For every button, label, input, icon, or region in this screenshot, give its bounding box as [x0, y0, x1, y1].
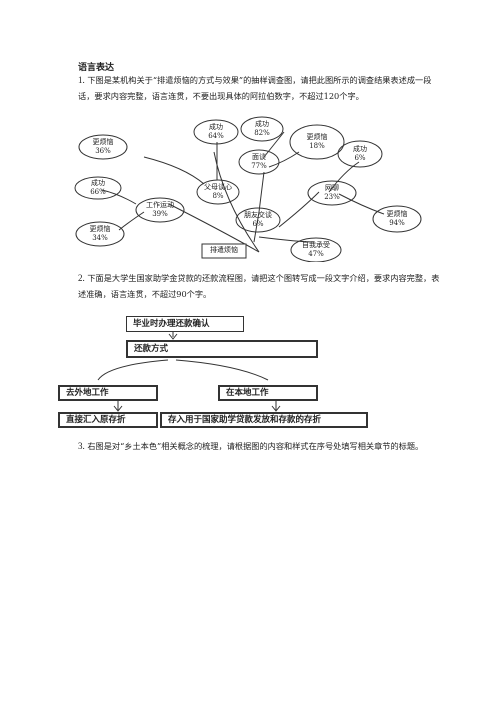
question-2-number: 2.	[78, 273, 85, 283]
node-center: 排遣烦恼	[210, 246, 238, 254]
question-1-text: 下图是某机构关于“排遣烦恼的方式与效果”的抽样调查图，请把此图所示的调查结果表述…	[78, 75, 432, 101]
section-heading: 语言表达	[78, 63, 115, 73]
question-1-number: 1.	[78, 75, 85, 85]
flowchart-arrows	[97, 331, 281, 412]
flow-branch-other-city: 去外地工作	[58, 385, 158, 401]
diagram-lines	[74, 116, 422, 262]
question-2-text: 下面是大学生国家助学金贷款的还款流程图，请把这个图转写成一段文字介绍，要求内容完…	[78, 273, 440, 299]
question-3-number: 3.	[78, 441, 85, 451]
flow-step-method: 还款方式	[126, 340, 318, 358]
question-1: 1. 下图是某机构关于“排遣烦恼的方式与效果”的抽样调查图，请把此图所示的调查结…	[78, 72, 446, 104]
loan-repayment-flowchart: 毕业时办理还款确认 还款方式 去外地工作 在本地工作 直接汇入原存折 存入用于国…	[58, 315, 368, 431]
question-3: 3. 右图是对“乡土本色”相关概念的梳理，请根据图的内容和样式在序号处填写相关章…	[78, 438, 446, 454]
flow-result-loan-account: 存入用于国家助学贷款发放和存款的存折	[160, 412, 368, 428]
flow-step-confirm: 毕业时办理还款确认	[126, 316, 244, 332]
flow-branch-local: 在本地工作	[218, 385, 318, 401]
question-2: 2. 下面是大学生国家助学金贷款的还款流程图，请把这个图转写成一段文字介绍，要求…	[78, 270, 446, 302]
question-3-text: 右图是对“乡土本色”相关概念的梳理，请根据图的内容和样式在序号处填写相关章节的标…	[87, 441, 424, 451]
flow-result-original-account: 直接汇入原存折	[58, 412, 158, 428]
